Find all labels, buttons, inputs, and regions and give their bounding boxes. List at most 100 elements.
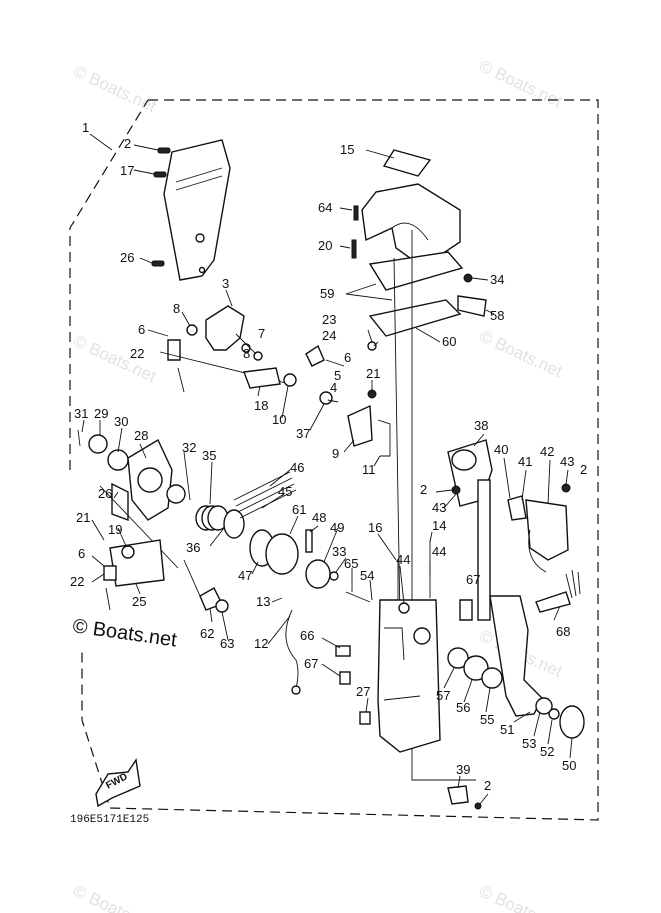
callout-4: 4 xyxy=(330,380,337,395)
washer-19 xyxy=(121,545,135,559)
callout-37: 37 xyxy=(296,426,310,441)
watermark: © Boats.net xyxy=(70,61,159,116)
handle-assembly xyxy=(447,439,493,621)
harness-68 xyxy=(535,569,581,613)
callout-55: 55 xyxy=(480,712,494,727)
nut-6 xyxy=(367,341,377,351)
plate-67 xyxy=(459,599,473,621)
callout-31: 31 xyxy=(74,406,88,421)
callout-66: 66 xyxy=(300,628,314,643)
callout-45: 45 xyxy=(278,484,292,499)
callout-21b: 21 xyxy=(76,510,90,525)
clip-22b xyxy=(103,565,117,581)
callout-13: 13 xyxy=(256,594,270,609)
callout-22b: 22 xyxy=(70,574,84,589)
callout-14: 14 xyxy=(432,518,446,533)
callout-8: 8 xyxy=(173,301,180,316)
top-cover xyxy=(361,149,461,259)
callout-2d: 2 xyxy=(484,778,491,793)
pivot-10 xyxy=(283,373,297,387)
gear-assembly xyxy=(88,434,186,522)
fwd-arrow-icon: FWD xyxy=(95,758,141,808)
callout-11: 11 xyxy=(362,462,376,477)
callout-2c: 2 xyxy=(420,482,427,497)
watermark: © Boats.net xyxy=(476,326,565,381)
callout-62: 62 xyxy=(200,626,214,641)
rod-b xyxy=(105,587,111,611)
callout-58: 58 xyxy=(490,308,504,323)
callout-67: 67 xyxy=(304,656,318,671)
collar-4 xyxy=(319,391,333,405)
screw-34 xyxy=(463,273,473,283)
callout-20: 20 xyxy=(318,238,332,253)
callout-35: 35 xyxy=(202,448,216,463)
watermark: © Boats.net xyxy=(70,331,159,386)
main-housing xyxy=(377,599,441,753)
callout-16: 16 xyxy=(368,520,382,535)
callout-22: 22 xyxy=(130,346,144,361)
callout-34: 34 xyxy=(490,272,504,287)
callout-28: 28 xyxy=(134,428,148,443)
plate-60 xyxy=(368,299,462,337)
callout-43b: 43 xyxy=(432,500,446,515)
callout-46: 46 xyxy=(290,460,304,475)
callout-33: 33 xyxy=(332,544,346,559)
callout-12: 12 xyxy=(254,636,268,651)
lever-18 xyxy=(243,367,281,389)
watermark: © Boats.net xyxy=(70,881,159,913)
washer-8 xyxy=(186,324,198,336)
screw-2 xyxy=(474,802,482,810)
springs-46 xyxy=(233,471,297,519)
callout-42: 42 xyxy=(540,444,554,459)
watermark: © Boats.net xyxy=(476,56,565,111)
disc-61 xyxy=(265,533,299,575)
callout-17: 17 xyxy=(120,163,134,178)
diagram-code: 196E5171E125 xyxy=(70,814,149,826)
bearing-55 xyxy=(481,667,503,689)
clip-66 xyxy=(335,645,351,657)
callout-27: 27 xyxy=(356,684,370,699)
rod-11 xyxy=(377,419,391,457)
callout-8b: 8 xyxy=(243,346,250,361)
callout-19: 19 xyxy=(108,522,122,537)
wire-12 xyxy=(285,609,299,689)
callout-32: 32 xyxy=(182,440,196,455)
cap-50 xyxy=(559,705,585,739)
callout-43: 43 xyxy=(560,454,574,469)
callout-49: 49 xyxy=(330,520,344,535)
callout-21: 21 xyxy=(366,366,380,381)
joint-5 xyxy=(305,344,325,367)
switch-49 xyxy=(305,559,331,589)
bolts xyxy=(151,147,171,267)
callout-63: 63 xyxy=(220,636,234,651)
callout-53: 53 xyxy=(522,736,536,751)
nut-33 xyxy=(329,571,339,581)
callout-67b: 67 xyxy=(466,572,480,587)
callout-6b: 6 xyxy=(344,350,351,365)
callout-1: 1 xyxy=(82,120,89,135)
plate-25 xyxy=(109,539,165,587)
callout-48: 48 xyxy=(312,510,326,525)
callout-15: 15 xyxy=(340,142,354,157)
callout-2: 2 xyxy=(124,136,131,151)
washer-53 xyxy=(535,697,553,715)
guide-lines xyxy=(393,230,476,781)
callout-30: 30 xyxy=(114,414,128,429)
callout-2b: 2 xyxy=(580,462,587,477)
callout-18: 18 xyxy=(254,398,268,413)
plate-9 xyxy=(347,404,373,447)
rod xyxy=(177,367,185,393)
callout-59: 59 xyxy=(320,286,334,301)
watermark: © Boats.net xyxy=(476,881,565,913)
callout-52: 52 xyxy=(540,744,554,759)
washer-36 xyxy=(223,509,245,539)
screw-64 xyxy=(353,205,359,221)
callout-10: 10 xyxy=(272,412,286,427)
bolt-43b xyxy=(561,483,571,493)
clip-67 xyxy=(339,671,351,685)
callout-51: 51 xyxy=(500,722,514,737)
block-27 xyxy=(359,711,371,725)
callout-54: 54 xyxy=(360,568,374,583)
callout-5: 5 xyxy=(334,368,341,383)
gasket-59 xyxy=(368,251,464,291)
